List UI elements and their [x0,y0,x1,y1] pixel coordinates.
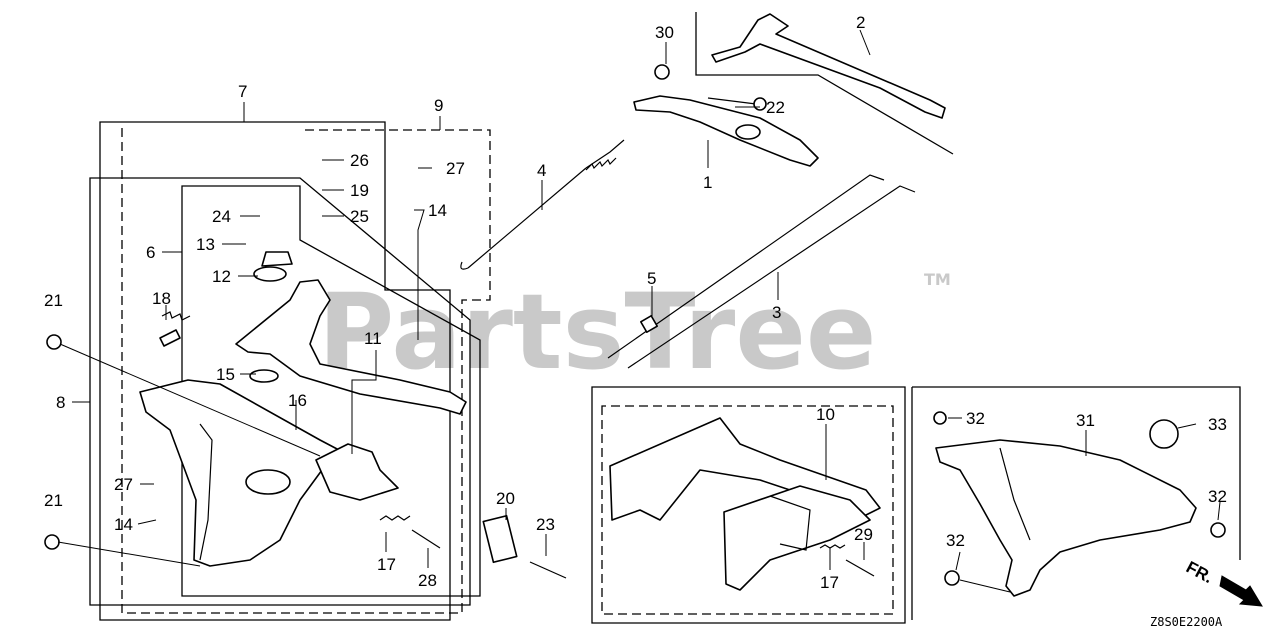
watermark: PartsTree TM [318,270,951,393]
callout-9[interactable]: 9 [434,96,443,115]
callout-10[interactable]: 10 [816,405,835,424]
callout-7[interactable]: 7 [238,82,247,101]
part-31-cover [933,411,1226,597]
callout-11[interactable]: 11 [364,329,382,348]
callout-19[interactable]: 19 [350,181,369,200]
callout-20[interactable]: 20 [496,489,515,508]
callout-33[interactable]: 33 [1208,415,1227,434]
callout-16[interactable]: 16 [288,391,307,410]
direction-arrow: FR. [1183,557,1263,607]
frame-inner-8 [89,177,471,606]
frame-dashed-9 [121,128,491,614]
part-4-rod [460,139,625,270]
callout-21[interactable]: 21 [44,291,63,310]
callouts: 30 2 22 1 7 9 26 27 19 25 14 24 13 6 12 … [44,13,1227,592]
watermark-brand: PartsTree [318,271,876,393]
callout-32[interactable]: 32 [1208,487,1227,506]
callout-23[interactable]: 23 [536,515,555,534]
callout-12[interactable]: 12 [212,267,231,286]
frame-box-31 [911,386,1241,620]
callout-8[interactable]: 8 [56,393,65,412]
callout-29[interactable]: 29 [854,525,873,544]
callout-6[interactable]: 6 [146,243,155,262]
frame-box-10 [591,386,906,624]
callout-4[interactable]: 4 [537,161,546,180]
callout-28[interactable]: 28 [418,571,437,590]
callout-32[interactable]: 32 [946,531,965,550]
callout-13[interactable]: 13 [196,235,215,254]
callout-14[interactable]: 14 [428,201,447,220]
frame-inner-6 [181,185,481,597]
part-2-arm [711,13,946,119]
group-frames [89,12,1241,624]
callout-27[interactable]: 27 [114,475,133,494]
callout-24[interactable]: 24 [212,207,231,226]
callout-18[interactable]: 18 [152,289,171,308]
leader-lines [72,29,1221,593]
callout-31[interactable]: 31 [1076,411,1095,430]
callout-21[interactable]: 21 [44,491,63,510]
callout-1[interactable]: 1 [703,173,712,192]
callout-3[interactable]: 3 [772,303,781,322]
frame-part-2 [695,12,954,155]
callout-26[interactable]: 26 [350,151,369,170]
direction-label: FR. [1183,557,1216,587]
frame-dashed-10 [601,405,894,615]
part-10-cover [609,417,881,591]
callout-15[interactable]: 15 [216,365,235,384]
part-3-rod [607,174,916,369]
callout-25[interactable]: 25 [350,207,369,226]
callout-17[interactable]: 17 [377,555,396,574]
callout-14[interactable]: 14 [114,515,133,534]
callout-5[interactable]: 5 [647,269,656,288]
frame-left-assembly-7 [99,121,451,621]
part-1-lever [633,64,819,167]
left-governor-assembly [44,251,567,579]
diagram-code: Z8S0E2200A [1150,615,1223,629]
callout-2[interactable]: 2 [856,13,865,32]
callout-32[interactable]: 32 [966,409,985,428]
callout-27[interactable]: 27 [446,159,465,178]
callout-22[interactable]: 22 [766,98,785,117]
watermark-trademark: TM [924,270,951,289]
callout-17[interactable]: 17 [820,573,839,592]
callout-30[interactable]: 30 [655,23,674,42]
